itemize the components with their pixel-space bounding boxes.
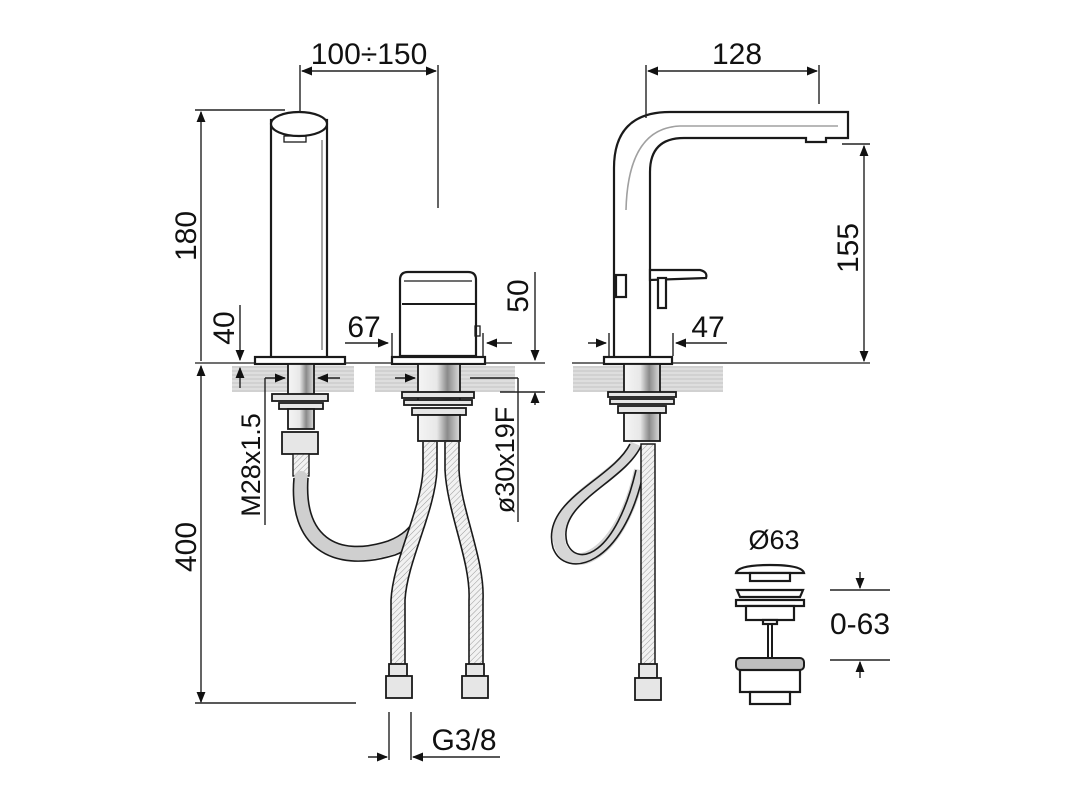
dim-hose-connection: G3/8 <box>431 724 496 757</box>
dim-spout-base-height: 40 <box>208 311 241 344</box>
dim-handle-thread: ø30x19F <box>490 407 520 514</box>
dim-below-deck: 400 <box>170 522 203 572</box>
dim-waste-diameter: Ø63 <box>748 525 799 555</box>
dim-handle-height: 50 <box>502 279 535 312</box>
dim-waste-stroke: 0-63 <box>830 608 890 641</box>
dim-spout-height: 180 <box>170 211 203 261</box>
pop-up-waste <box>734 563 806 706</box>
dim-handle-base-width: 67 <box>347 311 380 344</box>
dim-spout-spacing: 100÷150 <box>311 38 428 71</box>
dim-mixer-base-width: 47 <box>691 311 724 344</box>
dim-spout-reach: 128 <box>712 38 762 71</box>
mixer-side-view <box>550 110 850 701</box>
handle-front-view <box>385 270 489 699</box>
spout-front-view <box>253 110 427 562</box>
dimension-lines <box>195 65 890 762</box>
dim-thread-spout: M28x1.5 <box>236 413 266 517</box>
dim-outlet-height: 155 <box>832 223 865 273</box>
